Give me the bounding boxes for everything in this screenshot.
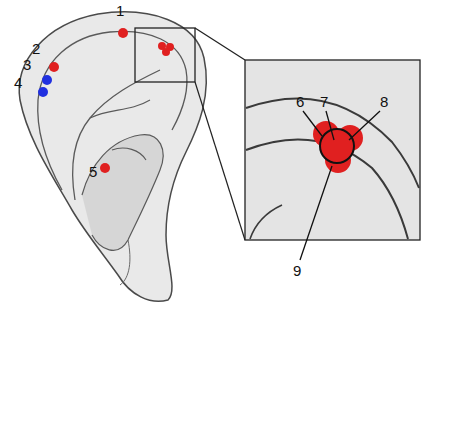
callout-number: 5 (89, 164, 97, 179)
leader-line (303, 111, 322, 136)
ear-outline (19, 12, 206, 301)
point-dot (162, 48, 170, 56)
callout-number: 9 (293, 263, 301, 278)
callout-number: 8 (380, 94, 388, 109)
inset-rim (250, 205, 282, 239)
leader-line (326, 111, 334, 140)
leader-line (349, 111, 380, 140)
concha (82, 135, 163, 251)
point-dot (100, 163, 110, 173)
point-ring (320, 129, 354, 163)
inset-frame (245, 60, 420, 240)
callout-number: 3 (23, 57, 31, 72)
zoom-line (195, 28, 245, 60)
helix-crus (112, 148, 146, 160)
leader-line (300, 166, 332, 260)
antihelix-crus (90, 100, 150, 118)
callout-number: 4 (14, 75, 22, 90)
zoom-box (135, 28, 195, 82)
callout-number: 2 (32, 41, 40, 56)
point-dot (118, 28, 128, 38)
callout-number: 1 (116, 3, 124, 18)
zoom-line (195, 82, 245, 240)
point-dot (42, 75, 52, 85)
callout-number: 6 (296, 94, 304, 109)
point-dot (38, 87, 48, 97)
point-dot (49, 62, 59, 72)
lobe-line (120, 240, 130, 285)
callout-number: 7 (320, 94, 328, 109)
